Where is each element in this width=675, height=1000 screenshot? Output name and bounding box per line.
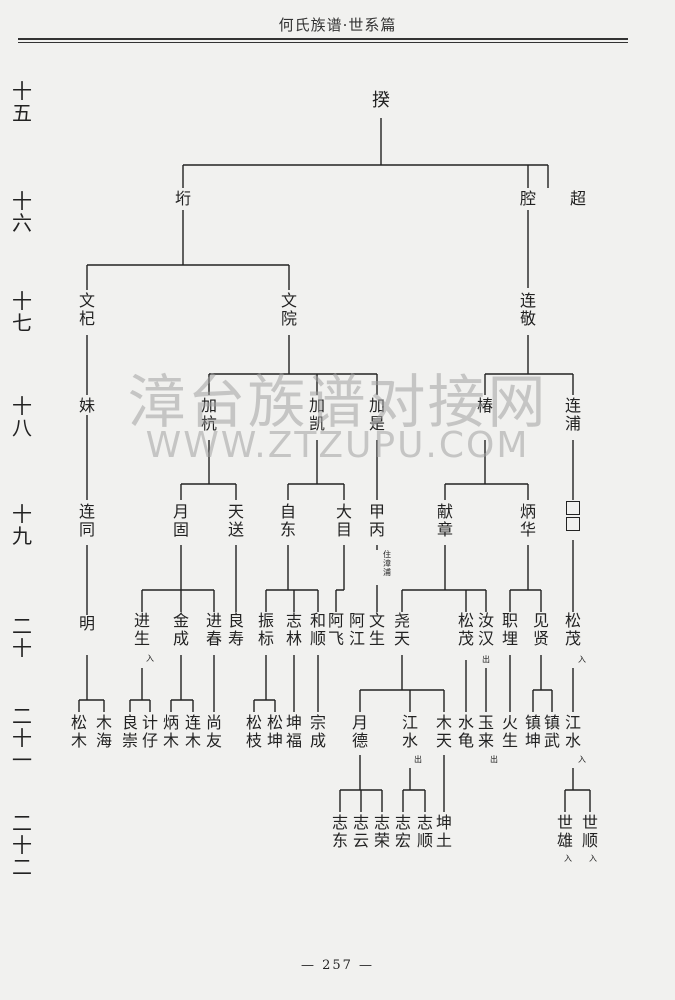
node-kou: 垳 bbox=[174, 189, 191, 208]
node-jiahang: 加杭 bbox=[200, 396, 217, 433]
node-jinsheng: 进生 bbox=[133, 611, 150, 648]
node-yulai: 玉来 bbox=[477, 713, 494, 750]
node-yaotian: 尧天 bbox=[393, 611, 410, 648]
node-damu: 大目 bbox=[335, 502, 352, 539]
node-huosheng: 火生 bbox=[501, 713, 518, 750]
node-lianpu: 连浦 bbox=[564, 396, 581, 433]
gen-label-16: 十六 bbox=[12, 189, 32, 235]
node-wenqi: 文杞 bbox=[78, 291, 95, 328]
node-xianzhang: 献章 bbox=[436, 502, 453, 539]
node-lianmu: 连木 bbox=[184, 713, 201, 750]
node-jiashi: 加是 bbox=[368, 396, 385, 433]
node-zhimai: 职埋 bbox=[501, 611, 518, 648]
node-ming: 明 bbox=[78, 614, 95, 633]
node-zhishun: 志顺 bbox=[416, 813, 433, 850]
node-ruhan: 汝汉 bbox=[477, 611, 494, 648]
node-jincheng: 金成 bbox=[172, 611, 189, 648]
node-afei: 阿飞 bbox=[327, 611, 344, 648]
note-ru-jinsheng: 入 bbox=[146, 654, 154, 663]
unknown-name-boxes bbox=[564, 500, 582, 533]
gen-label-20: 二十 bbox=[12, 614, 32, 660]
node-heshun: 和顺 bbox=[309, 611, 326, 648]
gen-label-21: 二十一 bbox=[12, 704, 32, 772]
node-zhirong: 志荣 bbox=[373, 813, 390, 850]
node-songmu: 松木 bbox=[70, 713, 87, 750]
node-liangshou: 良寿 bbox=[227, 611, 244, 648]
node-jianxian: 见贤 bbox=[532, 611, 549, 648]
node-zhenkun: 镇坤 bbox=[524, 713, 541, 750]
node-shishun: 世顺 bbox=[581, 813, 598, 850]
node-wenyuan: 文院 bbox=[280, 291, 297, 328]
page-header: 何氏族谱·世系篇 bbox=[278, 16, 397, 34]
gen-label-18: 十八 bbox=[12, 394, 32, 440]
node-zhidong: 志东 bbox=[331, 813, 348, 850]
node-mei: 妹 bbox=[78, 396, 95, 415]
watermark-url: WWW.ZTZUPU.COM bbox=[145, 425, 530, 466]
header-rule bbox=[18, 38, 628, 40]
node-binghua: 炳华 bbox=[519, 502, 536, 539]
node-chun: 椿 bbox=[476, 396, 493, 415]
node-shixiong: 世雄 bbox=[556, 813, 573, 850]
node-songzhi: 松枝 bbox=[245, 713, 262, 750]
node-kunfu: 坤福 bbox=[285, 713, 302, 750]
node-shuigui: 水龟 bbox=[457, 713, 474, 750]
node-shangyou: 尚友 bbox=[205, 713, 222, 750]
node-yuede: 月德 bbox=[351, 713, 368, 750]
node-zhenwu: 镇武 bbox=[543, 713, 560, 750]
note-ru-shishun: 入 bbox=[589, 854, 597, 863]
note-chu-jiangshui: 出 bbox=[414, 755, 422, 764]
node-yuegu: 月固 bbox=[172, 502, 189, 539]
node-wensheng: 文生 bbox=[368, 611, 385, 648]
node-kui: 揆 bbox=[372, 90, 390, 111]
node-muhai: 木海 bbox=[95, 713, 112, 750]
node-jiangshui: 江水 bbox=[401, 713, 418, 750]
gen-label-19: 十九 bbox=[12, 502, 32, 548]
note-chu-ruhan: 出 bbox=[482, 655, 490, 664]
node-lianjing: 连敬 bbox=[519, 291, 536, 328]
node-bingmu: 炳木 bbox=[162, 713, 179, 750]
note-ru-songmao: 入 bbox=[578, 655, 586, 664]
note-ru-shixiong: 入 bbox=[564, 854, 572, 863]
watermark-text: 漳台族谱对接网 bbox=[127, 368, 548, 436]
node-qiang: 腔 bbox=[519, 189, 536, 208]
node-zidong: 自东 bbox=[279, 502, 296, 539]
node-songkun: 松坤 bbox=[266, 713, 283, 750]
header-rule-thin bbox=[18, 42, 628, 43]
gen-label-17: 十七 bbox=[12, 289, 32, 335]
node-songmao: 松茂 bbox=[457, 611, 474, 648]
node-tiansong: 天送 bbox=[227, 502, 244, 539]
node-jizai: 计仔 bbox=[141, 713, 158, 750]
node-liantong: 连同 bbox=[78, 502, 95, 539]
note-zhu-zhangpu: 住漳浦 bbox=[383, 550, 391, 577]
node-mutian: 木天 bbox=[435, 713, 452, 750]
node-zongcheng: 宗成 bbox=[309, 713, 326, 750]
node-kuntu: 坤土 bbox=[435, 813, 452, 850]
node-zhiyun: 志云 bbox=[352, 813, 369, 850]
node-chao: 超 bbox=[569, 189, 586, 208]
gen-label-22: 二十二 bbox=[12, 811, 32, 879]
node-jiabing: 甲丙 bbox=[368, 502, 385, 539]
note-ru-jiangshui: 入 bbox=[578, 755, 586, 764]
page-number: — 257 — bbox=[300, 958, 375, 973]
gen-label-15: 十五 bbox=[12, 79, 32, 125]
node-liangchong: 良崇 bbox=[121, 713, 138, 750]
node-jiakai: 加凯 bbox=[308, 396, 325, 433]
node-ajiang: 阿江 bbox=[348, 611, 365, 648]
node-zhenbiao: 振标 bbox=[257, 611, 274, 648]
note-chu-yulai: 出 bbox=[490, 755, 498, 764]
node-jinchun: 进春 bbox=[205, 611, 222, 648]
node-jiangshui-2: 江水 bbox=[564, 713, 581, 750]
node-songmao-2: 松茂 bbox=[564, 611, 581, 648]
node-zhihong: 志宏 bbox=[394, 813, 411, 850]
node-zhilin: 志林 bbox=[285, 611, 302, 648]
